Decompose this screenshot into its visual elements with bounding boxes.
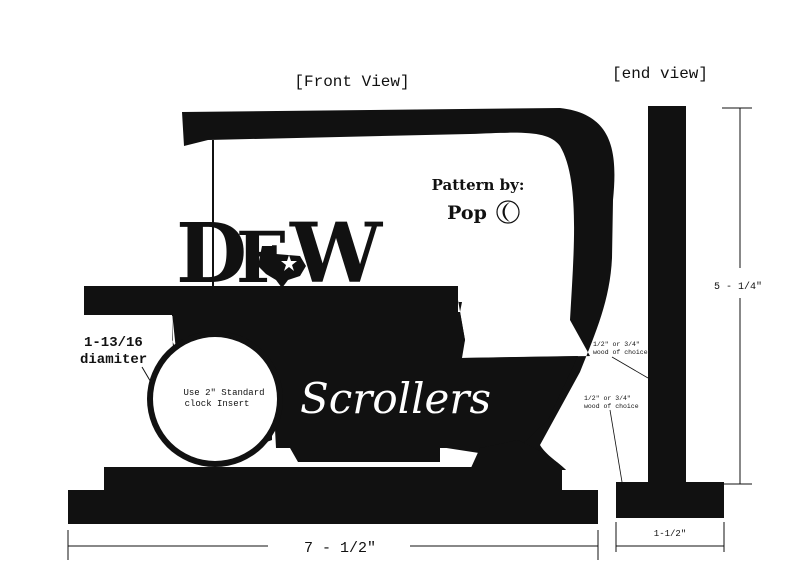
end-width-dimension (615, 522, 725, 552)
texas-shape-icon (258, 246, 306, 288)
end-view-base (616, 482, 724, 518)
saw-lower-body (172, 312, 578, 448)
width-dimension-label: 7 - 1/2" (304, 540, 376, 557)
clock-insert-text-1: Use 2" Standard (183, 388, 264, 398)
star-icon (281, 255, 297, 271)
logo-letter-d: D (176, 206, 247, 302)
front-view-title: [Front View] (294, 73, 409, 91)
end-view (616, 106, 724, 518)
base-plate (68, 490, 598, 524)
wood-upper-leader (611, 356, 649, 379)
scrollers-text: Scrollers (300, 374, 491, 423)
end-view-title: [end view] (612, 65, 708, 83)
width-dimension (67, 530, 599, 560)
height-dimension-label: 5 - 1/4" (714, 281, 762, 293)
height-dimension (722, 107, 752, 485)
diameter-label-1: 1-13/16 (84, 335, 143, 351)
diameter-label-2: diamiter (80, 352, 147, 368)
end-width-dimension-label: 1-1/2" (654, 529, 686, 539)
wood-lower-leader (609, 409, 623, 483)
pattern-author: Pop (447, 202, 487, 224)
end-view-upright (648, 106, 686, 486)
wood-note-upper-2: wood of choice (593, 349, 648, 356)
saw-table (84, 286, 458, 315)
wood-note-lower-1: 1/2" or 3/4" (584, 395, 631, 402)
base-step (104, 467, 562, 493)
saw-support-curve (470, 440, 566, 470)
wood-note-lower-2: wood of choice (584, 403, 639, 410)
clock-insert-hole (153, 337, 277, 461)
diameter-leader (141, 366, 153, 385)
wood-note-upper-1: 1/2" or 3/4" (593, 341, 640, 348)
moon-logo-icon (496, 200, 520, 224)
pattern-by-label: Pattern by: (432, 176, 525, 194)
front-view: D F W Use 2" Standard clock Insert Scrol… (68, 108, 615, 524)
logo-letter-w: W (289, 206, 384, 302)
clock-insert-text-2: clock Insert (185, 399, 250, 409)
